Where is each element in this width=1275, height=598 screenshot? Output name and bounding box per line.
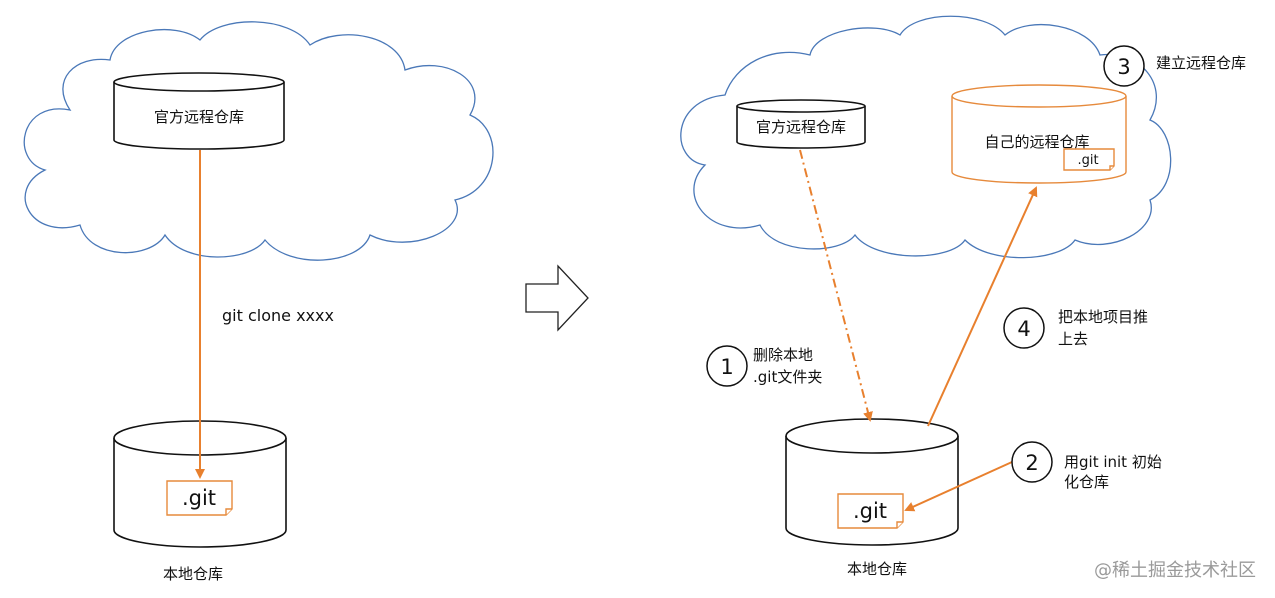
right-local-cylinder xyxy=(785,418,959,546)
left-git-label: .git xyxy=(182,486,216,510)
step-2-text-line2: 化仓库 xyxy=(1064,473,1109,491)
right-git-file: .git xyxy=(837,493,904,529)
left-git-file: .git xyxy=(166,480,233,516)
step-3-text-line1: 建立远程仓库 xyxy=(1156,54,1246,72)
watermark: @稀土掘金技术社区 xyxy=(1094,560,1256,581)
transition-arrow-icon xyxy=(525,264,589,332)
step-2-text-line1: 用git init 初始 xyxy=(1064,453,1162,471)
own-remote-git-label: .git xyxy=(1077,153,1098,168)
step-1-number: 1 xyxy=(720,355,733,379)
right-git-label: .git xyxy=(853,499,887,523)
right-local-repo-label: 本地仓库 xyxy=(847,560,907,578)
own-remote-label: 自己的远程仓库 xyxy=(984,133,1089,151)
step-4-text-line1: 把本地项目推 xyxy=(1058,308,1148,326)
step-1-text-line2: .git文件夹 xyxy=(753,368,822,386)
left-official-remote-cylinder: 官方远程仓库 xyxy=(113,72,285,150)
step-2-circle xyxy=(1011,441,1053,483)
step-3-number: 3 xyxy=(1117,55,1130,79)
step-1-circle xyxy=(706,345,748,387)
git-clone-command-label: git clone xxxx xyxy=(222,306,334,325)
step-2-number: 2 xyxy=(1025,451,1038,475)
right-cloud xyxy=(680,15,1172,259)
delete-git-dashed-arrow xyxy=(799,149,873,422)
push-arrow xyxy=(927,186,1038,427)
step-4-circle xyxy=(1003,307,1045,349)
git-init-arrow xyxy=(904,461,1013,512)
step-2: 2 用git init 初始 化仓库 xyxy=(1011,441,1162,491)
step-4: 4 把本地项目推 上去 xyxy=(1003,307,1148,349)
right-official-remote-cylinder: 官方远程仓库 xyxy=(736,99,866,149)
step-4-text-line2: 上去 xyxy=(1058,330,1088,348)
step-1: 1 删除本地 .git文件夹 xyxy=(706,345,822,387)
own-remote-cylinder: 自己的远程仓库 .git xyxy=(951,84,1127,184)
step-3-circle xyxy=(1103,45,1145,87)
step-1-text-line1: 删除本地 xyxy=(753,346,813,364)
step-4-number: 4 xyxy=(1017,317,1030,341)
step-3: 3 建立远程仓库 xyxy=(1103,45,1246,87)
right-official-remote-label: 官方远程仓库 xyxy=(756,118,846,136)
left-official-remote-label: 官方远程仓库 xyxy=(154,108,244,126)
left-local-repo-label: 本地仓库 xyxy=(163,565,223,583)
